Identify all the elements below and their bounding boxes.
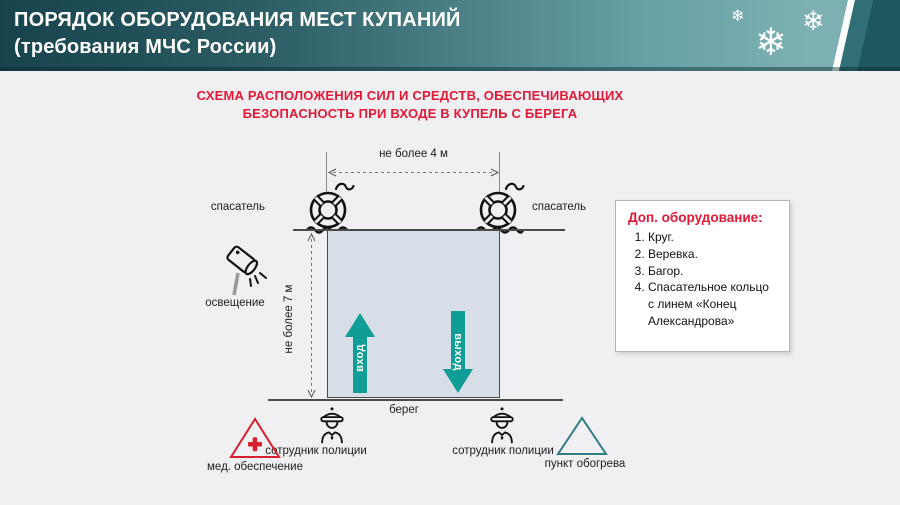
police-left-label: сотрудник полиции (265, 445, 367, 457)
equipment-item: Веревка. (648, 246, 777, 263)
police-right-label: сотрудник полиции (452, 445, 554, 457)
snowflake-icon: ❄ (755, 22, 787, 64)
medical-label: мед. обеспечение (207, 461, 303, 473)
page-title-line2: (требования МЧС России) (14, 36, 277, 58)
police-officer-icon (490, 407, 514, 444)
dimension-tick-right (499, 152, 500, 192)
shore-line (268, 399, 563, 401)
lifebuoy-icon (306, 182, 355, 234)
warming-point-icon (556, 416, 608, 455)
header-bottom-shade (0, 67, 900, 71)
additional-equipment-box: Доп. оборудование: Круг. Веревка. Багор.… (615, 200, 790, 352)
rescuer-right-label: спасатель (532, 201, 587, 213)
equipment-item: Круг. (648, 229, 777, 246)
width-dimension-label: не более 4 м (379, 148, 448, 160)
snowflake-icon: ❄ (731, 8, 745, 25)
equipment-list: Круг. Веревка. Багор. Спасательное кольц… (628, 229, 777, 330)
scheme-subtitle-line1: СХЕМА РАСПОЛОЖЕНИЯ СИЛ И СРЕДСТВ, ОБЕСПЕ… (196, 88, 624, 103)
page-title-line1: ПОРЯДОК ОБОРУДОВАНИЯ МЕСТ КУПАНИЙ (14, 9, 461, 31)
warming-label: пункт обогрева (544, 458, 626, 470)
exit-arrow-label: выход (452, 333, 464, 371)
rescuer-left-label: спасатель (210, 201, 265, 213)
header-corner-decoration (832, 0, 900, 71)
snowflake-icon: ❄ (802, 6, 825, 36)
police-officer-icon (320, 407, 344, 444)
scheme-subtitle-line2: БЕЗОПАСНОСТЬ ПРИ ВХОДЕ В КУПЕЛЬ С БЕРЕГА (242, 106, 578, 121)
entry-arrow-icon (345, 313, 375, 393)
height-dimension-label: не более 7 м (283, 284, 295, 354)
medical-point-icon (229, 417, 281, 458)
exit-arrow-icon (443, 311, 473, 393)
lighting-icon (226, 245, 267, 296)
height-dimension-line (307, 232, 316, 399)
lighting-label: освещение (205, 297, 265, 309)
page-title: ПОРЯДОК ОБОРУДОВАНИЯ МЕСТ КУПАНИЙ (требо… (14, 7, 461, 61)
width-dimension-line (327, 168, 500, 177)
equipment-box-title: Доп. оборудование: (628, 210, 763, 225)
equipment-item: Спасательное кольцо с линем «Конец Алекс… (648, 279, 777, 329)
shore-label: берег (389, 404, 419, 416)
equipment-item: Багор. (648, 263, 777, 280)
header-banner: ❄ ❄ ❄ ПОРЯДОК ОБОРУДОВАНИЯ МЕСТ КУПАНИЙ … (0, 0, 900, 71)
dimension-tick-left (326, 152, 327, 192)
entry-arrow-label: вход (354, 344, 366, 372)
lifebuoy-icon (476, 182, 525, 234)
